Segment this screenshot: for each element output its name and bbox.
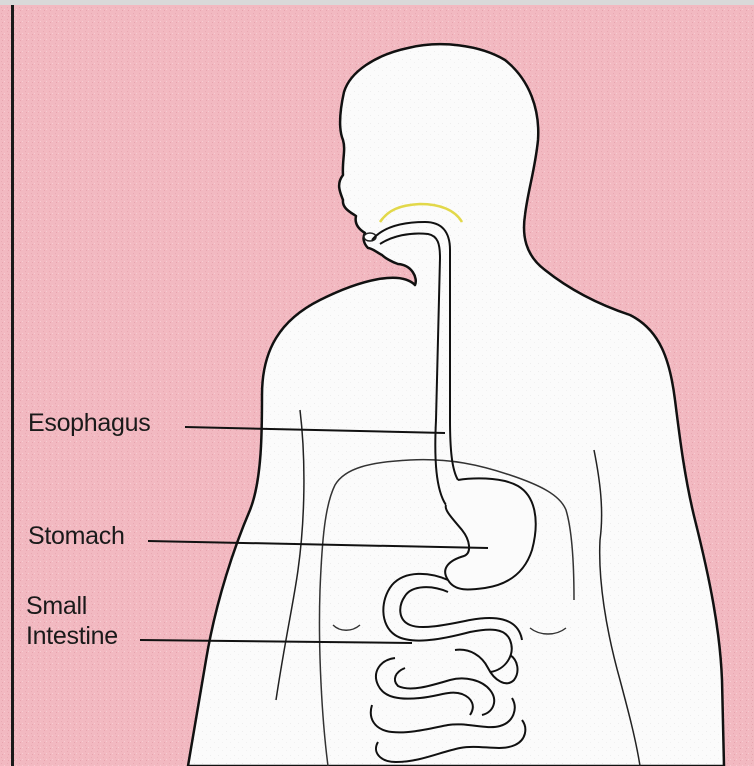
left-edge: [11, 5, 14, 766]
top-border: [0, 0, 754, 5]
esophagus-label: Esophagus: [28, 409, 150, 437]
small-intestine-label-line1: Small: [26, 591, 118, 621]
stomach-label: Stomach: [28, 522, 125, 550]
small-intestine-label: Small Intestine: [26, 591, 118, 651]
small-intestine-label-line2: Intestine: [26, 621, 118, 651]
